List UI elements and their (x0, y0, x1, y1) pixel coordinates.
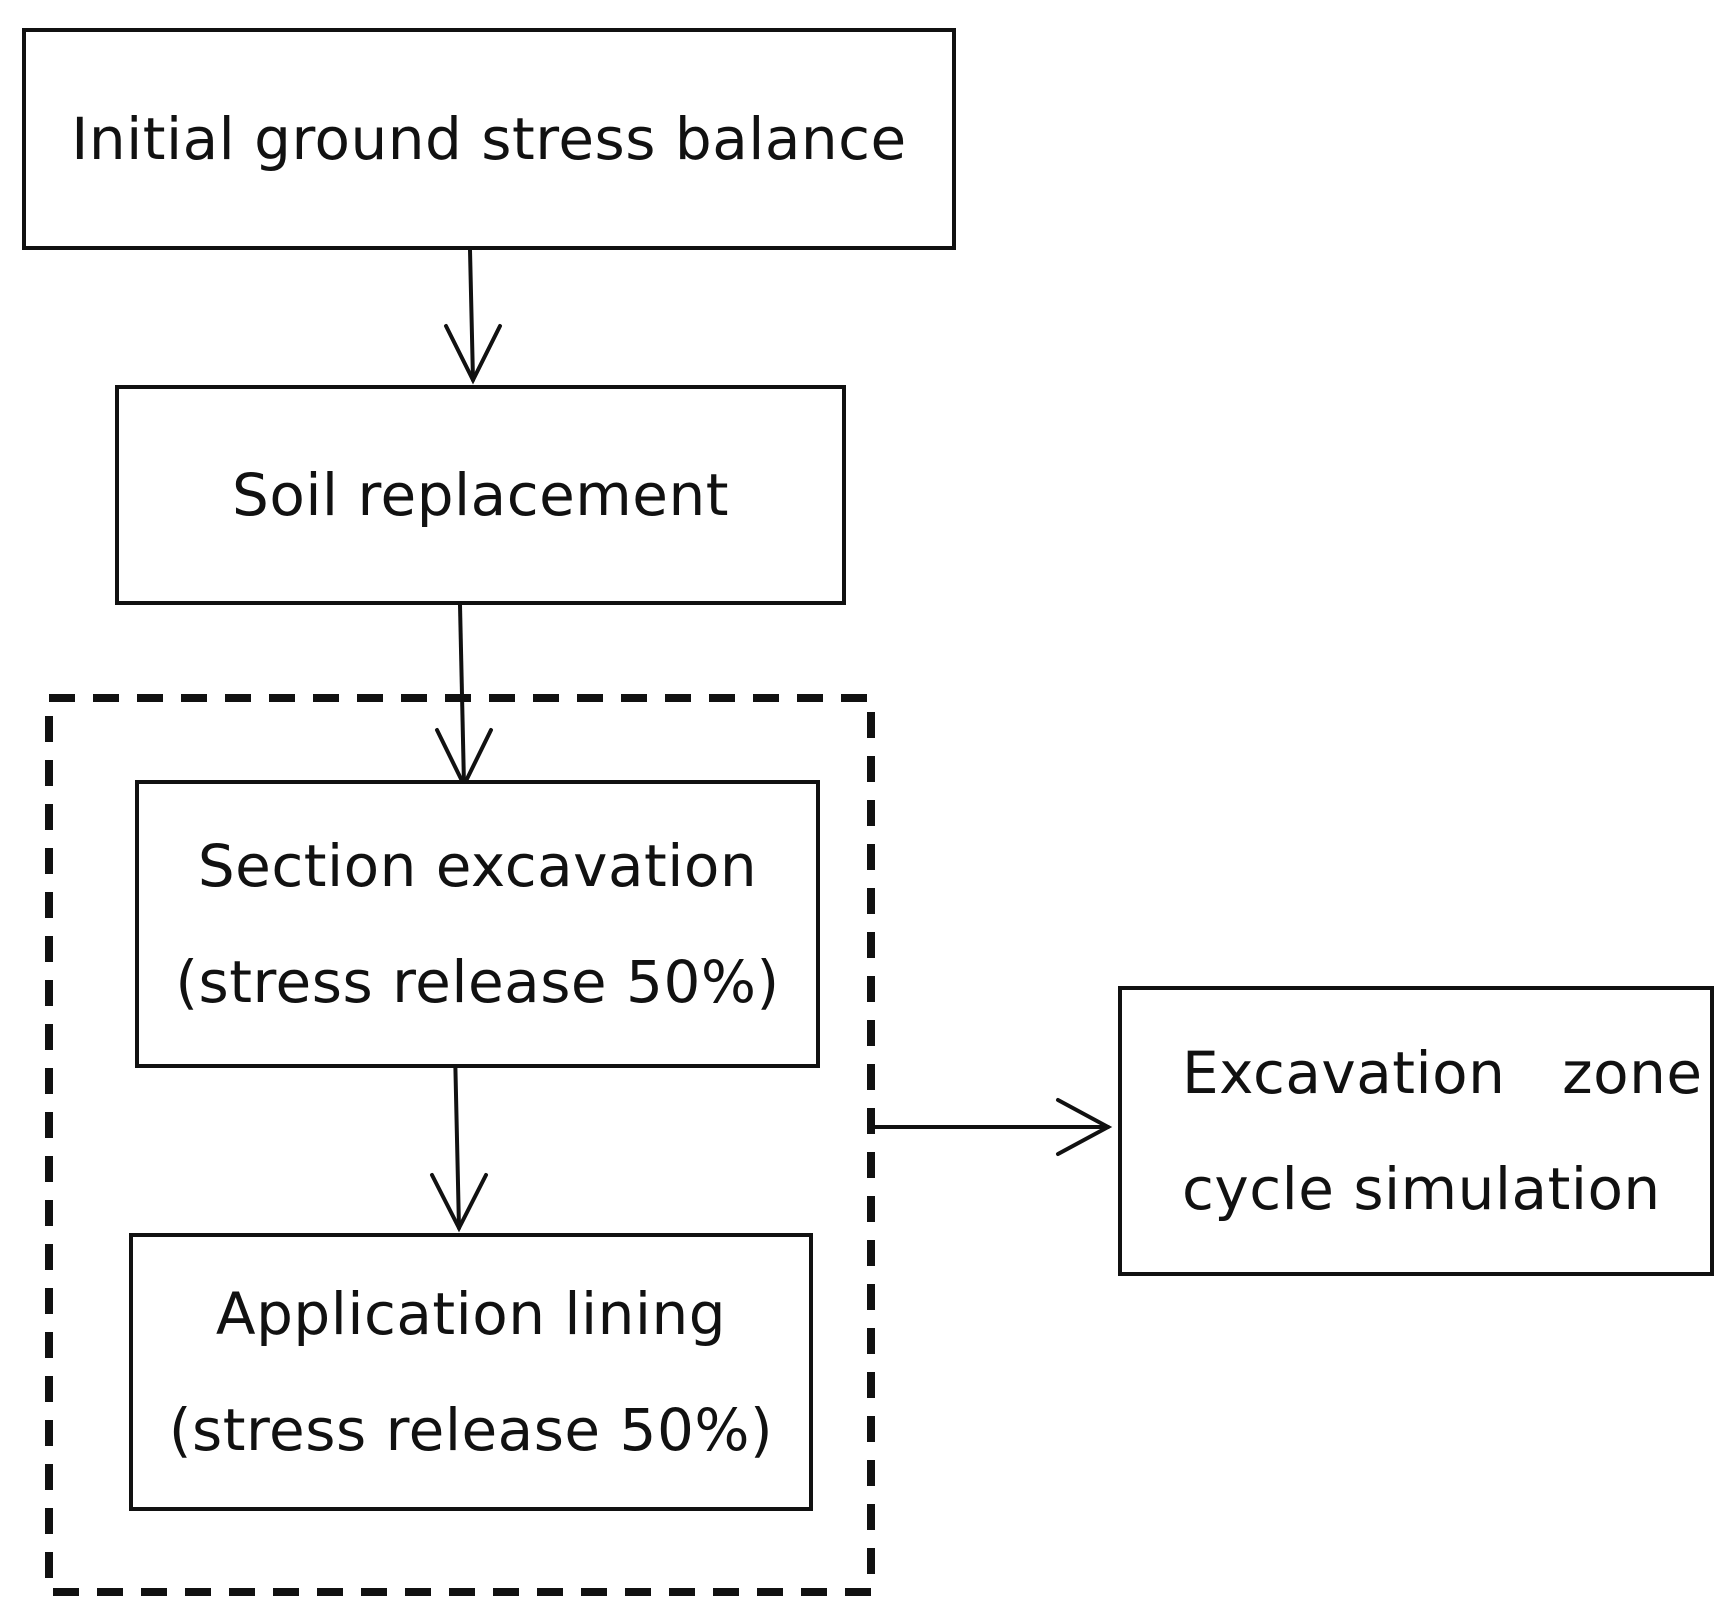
step-initial-ground-stress-balance: Initial ground stress balance (22, 28, 956, 250)
step-application-lining: Application lining (stress release 50%) (129, 1233, 813, 1511)
step-lining-label: Application lining (215, 1280, 727, 1348)
arrow-initial-to-soil (444, 248, 502, 385)
step-cycle-label: Excavation zone (1182, 1039, 1703, 1107)
step-initial-label: Initial ground stress balance (71, 105, 907, 173)
step-section-sublabel: (stress release 50%) (175, 948, 780, 1016)
arrow-section-to-lining (430, 1048, 488, 1233)
step-lining-sublabel: (stress release 50%) (168, 1396, 774, 1464)
step-section-label: Section excavation (197, 832, 758, 900)
step-excavation-zone-cycle-simulation: Excavation zone cycle simulation (1118, 986, 1714, 1276)
step-soil-label: Soil replacement (232, 461, 729, 529)
step-soil-replacement: Soil replacement (115, 385, 846, 605)
step-section-excavation: Section excavation (stress release 50%) (135, 780, 820, 1068)
step-cycle-sublabel: cycle simulation (1182, 1155, 1661, 1223)
loop-group-dashed-border (45, 694, 875, 1596)
arrow-loop-to-cycle (873, 1098, 1113, 1156)
